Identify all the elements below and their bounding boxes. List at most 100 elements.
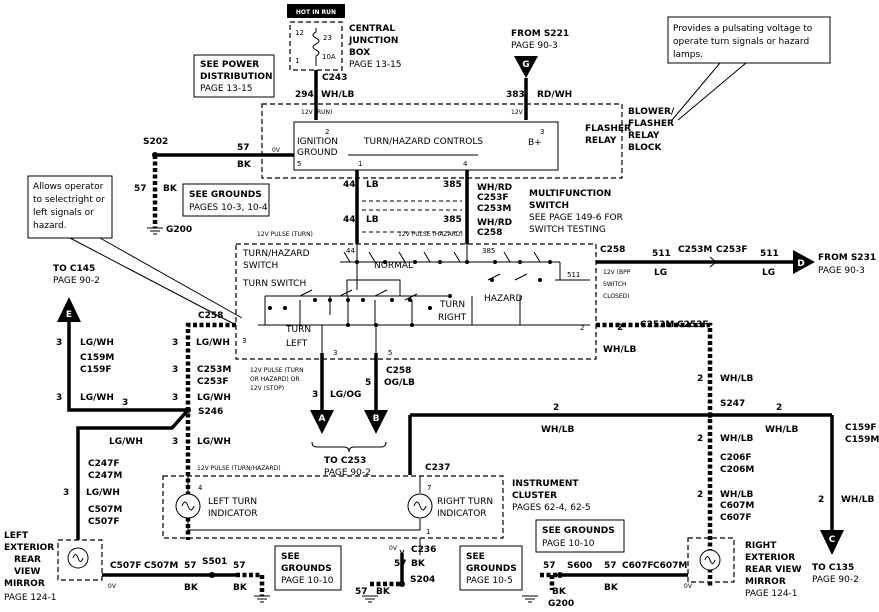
conn-c607f: C607F — [720, 513, 752, 523]
wire-294-color: WH/LB — [321, 90, 354, 100]
pulse-stop-l3: 12V (STOP) — [250, 385, 284, 392]
mf-l4: SWITCH TESTING — [529, 225, 606, 235]
pulse-stop-l2: OR HAZARD) OR — [250, 376, 300, 383]
wire-385-num-b: 385 — [443, 215, 462, 225]
wire-2-num-a: 2 — [617, 323, 623, 333]
conn-c253m-a: C253M — [477, 204, 511, 214]
ignition-label: IGNITION — [297, 137, 338, 147]
ov-label-b: 0V — [389, 545, 398, 552]
wire-lgwh-d: LG/WH — [109, 437, 143, 447]
bpp-l2: SWITCH — [603, 281, 627, 288]
wire-whlb-d: WH/LB — [765, 425, 798, 435]
callout-left-l2: to selectright or — [33, 195, 105, 205]
callout-left-l3: left signals or — [33, 208, 94, 218]
wire-whrd-b: WH/RD — [477, 218, 512, 228]
cjb-title-3: BOX — [349, 48, 370, 58]
see-grounds-3-l3: PAGE 10-10 — [281, 576, 334, 586]
ov-label-c: 0V — [108, 583, 117, 590]
see-grounds-box-3: SEE GROUNDS PAGE 10-10 — [274, 545, 342, 591]
wire-385-num-a: 385 — [443, 180, 462, 190]
multifunction-label: MULTIFUNCTION SWITCH SEE PAGE 149-6 FOR … — [529, 189, 623, 235]
left-indicator-label: INDICATOR — [208, 509, 258, 519]
wire-2-num-e: 2 — [697, 434, 703, 444]
cluster-pin-4: 4 — [198, 484, 203, 492]
cjb-title-2: JUNCTION — [348, 36, 398, 46]
wire-3-num-ab: 3 — [312, 390, 318, 400]
switch-pin-511: 511 — [567, 271, 580, 279]
from-s221-connector: FROM S221 PAGE 90-3 G — [511, 29, 569, 78]
wire-lgwh-c: LG/WH — [197, 437, 231, 447]
relay-block-l1: BLOWER/ — [628, 107, 675, 117]
see-grounds-box-2: SEE GROUNDS PAGE 10-10 — [535, 519, 625, 553]
pulse-turn-hazard-label: 12V PULSE (TURN/HAZARD) — [197, 465, 281, 472]
see-grounds-box-4: SEE GROUNDS PAGE 10-5 — [459, 545, 523, 591]
conn-c253m-b: C253M — [678, 245, 712, 255]
right-mirror-l2: EXTERIOR — [745, 553, 795, 563]
see-grounds-4-l1: SEE — [466, 552, 485, 562]
wire-bk-e: BK — [184, 583, 199, 593]
conn-c253f-a: C253F — [477, 193, 509, 203]
see-grounds-4-l3: PAGE 10-5 — [466, 576, 513, 586]
wire-lb-a: LB — [366, 180, 379, 190]
cluster-pin-7: 7 — [427, 484, 431, 492]
connector-letter-c: C — [829, 535, 836, 545]
conn-c206m: C206M — [720, 465, 754, 475]
conn-c258-d: C258 — [386, 366, 411, 376]
wire-57-num-h: 57 — [604, 561, 617, 571]
wire-2-num-c: 2 — [553, 403, 559, 413]
ground-icon — [254, 595, 270, 603]
wire-511-num-a: 511 — [652, 249, 671, 259]
conn-c253f-c: C253F — [677, 320, 709, 330]
flasher-relay-l2: RELAY — [585, 136, 617, 146]
conn-c159m-b: C159M — [845, 435, 879, 445]
connector-letter-a: A — [319, 414, 326, 424]
instrument-cluster: 12V PULSE (TURN/HAZARD) 4 7 1 LEFT TURN … — [162, 465, 591, 539]
conn-c507m: C507M — [88, 505, 122, 515]
splice-s501: S501 — [202, 557, 227, 567]
turn-switch-label: TURN SWITCH — [242, 279, 306, 289]
to-c145-connector: TO C145 PAGE 90-2 E — [53, 264, 100, 322]
conn-c253m-d: C253M — [197, 365, 231, 375]
to-c253-label: TO C253 — [324, 456, 366, 466]
conn-c159m-a: C159M — [80, 353, 114, 363]
conn-c258-c: C258 — [198, 311, 223, 321]
wire-57-left-ground — [236, 572, 265, 596]
flasher-relay-l1: FLASHER — [585, 124, 631, 134]
wire-3-c145 — [67, 322, 188, 412]
v12-label: 12V — [511, 109, 524, 116]
wire-3-left — [185, 322, 236, 540]
conn-c607f-b: C607F — [622, 561, 654, 571]
wire-lgwh-a: LG/WH — [196, 338, 230, 348]
ground-icon — [362, 595, 378, 603]
power-dist-l1: SEE POWER — [200, 60, 259, 70]
wire-lg-a: LG — [654, 268, 667, 278]
conn-c607m-b: C607M — [653, 561, 687, 571]
wire-lgwh-g: LG/WH — [86, 488, 120, 498]
wire-lgwh-f: LG/WH — [80, 393, 114, 403]
wire-bk-a: BK — [237, 160, 252, 170]
wire-2-right — [596, 322, 713, 588]
to-c135-page: PAGE 90-2 — [812, 575, 859, 585]
see-grounds-2-l1: SEE GROUNDS — [542, 526, 615, 536]
see-grounds-3-l2: GROUNDS — [281, 564, 332, 574]
wire-57-num-g: 57 — [543, 561, 556, 571]
wire-57-num-e: 57 — [184, 561, 197, 571]
wire-whlb-g: WH/LB — [841, 495, 874, 505]
to-c135-connector: C TO C135 PAGE 90-2 — [812, 530, 859, 585]
wire-57-num-a: 57 — [237, 143, 250, 153]
turn-left-l2: LEFT — [286, 339, 308, 349]
from-s221-page: PAGE 90-3 — [511, 41, 558, 51]
switch-title-2: SWITCH — [243, 261, 278, 271]
conn-c507m-b: C507M — [144, 561, 178, 571]
mf-l1: MULTIFUNCTION — [529, 189, 611, 199]
right-mirror-page: PAGE 124-1 — [745, 589, 798, 599]
switch-pin-3b: 3 — [333, 349, 337, 357]
flasher-pin-2: 2 — [325, 128, 329, 136]
to-c145-label: TO C145 — [53, 264, 95, 274]
wire-3-mirror — [76, 408, 190, 540]
conn-c236: C236 — [411, 545, 436, 555]
pulse-stop-l1: 12V PULSE (TURN — [250, 367, 304, 374]
wire-511-num-b: 511 — [760, 249, 779, 259]
ground-g200b: G200 — [548, 599, 574, 609]
